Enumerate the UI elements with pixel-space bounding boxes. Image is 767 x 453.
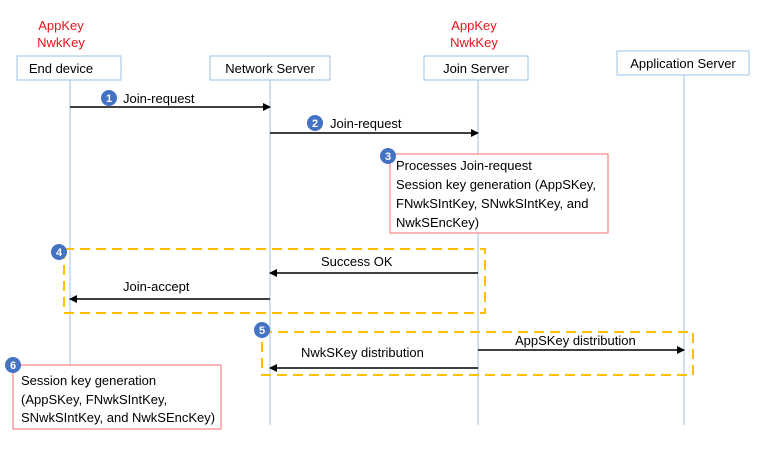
message-label: NwkSKey distribution <box>301 345 424 360</box>
note-line: Session key generation (AppSKey, <box>396 177 596 192</box>
note-line: Session key generation <box>21 373 156 388</box>
step-number: 5 <box>259 325 265 337</box>
participant-label: Application Server <box>630 56 736 71</box>
message-join-accept: Join-accept <box>69 279 270 303</box>
note-frame <box>389 153 609 234</box>
message-2: 2 Join-request <box>270 115 479 137</box>
participant-join-server: Join Server <box>423 55 529 81</box>
participant-label: Network Server <box>225 61 315 76</box>
step-badge-5 <box>254 322 270 338</box>
group-4-frame <box>63 248 486 314</box>
message-label: Join-accept <box>123 279 190 294</box>
message-appskey-distribution: AppSKey distribution <box>478 333 685 354</box>
step-badge-6 <box>5 357 21 373</box>
message-label: Success OK <box>321 254 393 269</box>
step-badge-2 <box>307 115 323 131</box>
note-line: FNwkSIntKey, SNwkSIntKey, and <box>396 196 588 211</box>
step-number: 2 <box>312 118 318 130</box>
step-badge-1 <box>101 90 117 106</box>
message-success-ok: Success OK <box>269 254 478 277</box>
step-badge-4 <box>51 244 67 260</box>
end-device-key-1: AppKey <box>38 18 84 33</box>
join-server-key-2: NwkKey <box>450 35 498 50</box>
group-5-frame <box>261 331 694 376</box>
end-device-key-2: NwkKey <box>37 35 85 50</box>
message-label: Join-request <box>330 116 402 131</box>
step-number: 1 <box>106 93 112 105</box>
note-line: (AppSKey, FNwkSIntKey, <box>21 392 167 407</box>
participant-label: Join Server <box>443 61 509 76</box>
step-number: 3 <box>385 151 391 163</box>
participant-application-server: Application Server <box>616 50 750 76</box>
message-1: 1 Join-request <box>70 90 271 111</box>
note-line: SNwkSIntKey, and NwkSEncKey) <box>21 410 215 425</box>
message-label: Join-request <box>123 91 195 106</box>
join-server-keys: AppKey NwkKey <box>450 18 498 50</box>
note-frame <box>12 364 222 430</box>
step-badge-3 <box>380 148 396 164</box>
note-line: NwkSEncKey) <box>396 215 479 230</box>
participant-label: End device <box>29 61 93 76</box>
step-number: 6 <box>10 360 16 372</box>
note-line: Processes Join-request <box>396 158 532 173</box>
participant-network-server: Network Server <box>209 55 331 81</box>
end-device-keys: AppKey NwkKey <box>37 18 85 50</box>
join-server-key-1: AppKey <box>451 18 497 33</box>
note-6: 6 Session key generation (AppSKey, FNwkS… <box>5 357 222 430</box>
message-nwkskey-distribution: NwkSKey distribution <box>269 345 478 372</box>
step-number: 4 <box>56 247 63 259</box>
note-3: 3 Processes Join-request Session key gen… <box>380 148 609 234</box>
participant-end-device: End device <box>16 55 122 81</box>
message-label: AppSKey distribution <box>515 333 636 348</box>
